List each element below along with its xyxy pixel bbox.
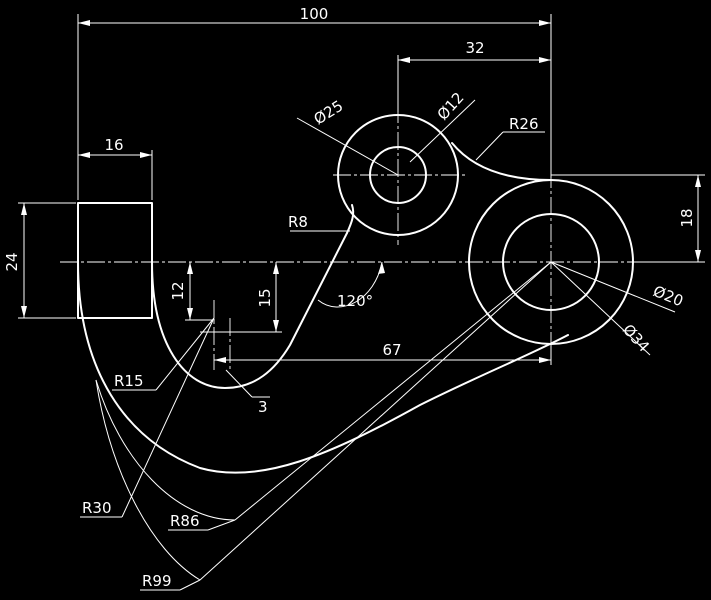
dim-32: 32 <box>397 39 551 112</box>
rad-15-callout: R15 <box>112 317 215 391</box>
rad-86-callout: R86 <box>168 512 236 531</box>
rad-99-label: R99 <box>142 572 172 590</box>
dia-12-label: Ø12 <box>434 89 468 124</box>
rad-30-callout: R30 <box>80 317 215 518</box>
dia-25-label: Ø25 <box>311 97 347 129</box>
dim-100-label: 100 <box>300 5 329 23</box>
right-boss-outer <box>468 179 634 345</box>
rad-8-callout: R8 <box>288 213 350 232</box>
rad-8-label: R8 <box>288 213 308 231</box>
part-outline <box>77 114 634 474</box>
dim-24: 24 <box>3 202 76 319</box>
upper-boss-hole <box>369 146 427 204</box>
upper-boss-outer <box>337 114 459 236</box>
right-boss-hole <box>502 213 600 311</box>
r8-fillet <box>346 204 355 234</box>
dia-12-callout: Ø12 <box>409 89 476 163</box>
rad-86-label: R86 <box>170 512 200 530</box>
dim-18-label: 18 <box>678 208 696 227</box>
r26-blend <box>451 142 552 181</box>
dim-15: 15 <box>222 262 282 333</box>
dim-100: 100 <box>77 5 552 200</box>
dim-67-label: 67 <box>382 341 401 359</box>
dim-32-label: 32 <box>465 39 484 57</box>
rad-99-callout: R99 <box>140 572 201 591</box>
dim-12: 12 <box>169 262 215 321</box>
dim-18: 18 <box>551 174 705 263</box>
hook-outer-edge <box>77 261 569 474</box>
dim-3: 3 <box>200 331 270 416</box>
dia-20-label: Ø20 <box>651 282 686 310</box>
dim-67: 67 <box>214 341 552 365</box>
rad-26-label: R26 <box>509 115 539 133</box>
dia-25-callout: Ø25 <box>296 97 399 176</box>
dim-16: 16 <box>78 136 153 200</box>
hook-inner-edge <box>151 232 348 389</box>
dim-3-label: 3 <box>258 398 268 416</box>
angle-120-label: 120° <box>337 292 373 310</box>
angle-120-callout: 120° <box>317 261 385 310</box>
dim-24-label: 24 <box>3 252 21 271</box>
center-lines <box>60 105 700 370</box>
rad-15-label: R15 <box>114 372 144 390</box>
rad-30-label: R30 <box>82 499 112 517</box>
dim-15-label: 15 <box>256 288 274 307</box>
dim-16-label: 16 <box>104 136 123 154</box>
dia-34-label: Ø34 <box>619 321 653 356</box>
dim-12-label: 12 <box>169 281 187 300</box>
left-slot <box>77 202 153 319</box>
construction-lines <box>95 261 552 581</box>
rad-26-callout: R26 <box>475 115 545 161</box>
